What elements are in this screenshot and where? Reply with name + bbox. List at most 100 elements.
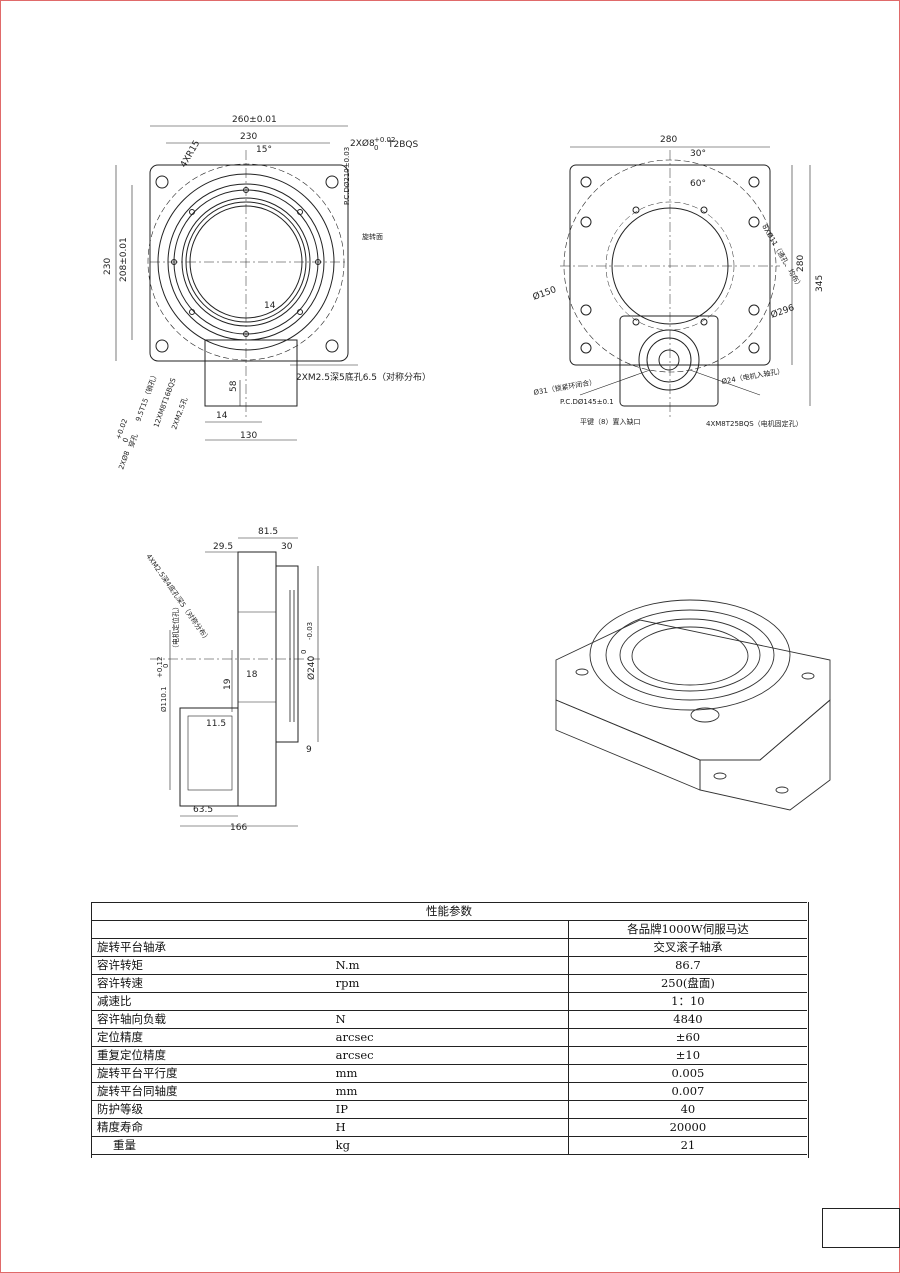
param-value: 0.007 — [568, 1082, 807, 1101]
dim-label: 30 — [281, 542, 293, 552]
front-view — [115, 125, 358, 441]
dim-label: 平键（8）置入缺口 — [580, 417, 640, 426]
param-value: ±10 — [568, 1046, 807, 1065]
dim-label: +0.02 — [374, 136, 395, 144]
dim-label: Ø150 — [531, 284, 558, 303]
param-unit: H — [329, 1118, 569, 1137]
dim-label: 2XØ8 — [350, 138, 375, 149]
table-row: 容许转速 rpm 250(盘面) — [91, 974, 807, 993]
dim-label: 穿孔 — [126, 432, 139, 448]
dim-label: 15° — [256, 145, 272, 155]
side-view-labels: 280 30° 60° 8XØ11（通孔、均布） 280 345 Ø150 Ø2… — [531, 135, 825, 428]
dim-label: +0.12 — [156, 657, 164, 678]
dim-label: 230 — [240, 132, 257, 142]
dim-label: 0 — [374, 144, 378, 152]
dim-label: 2XM2.5深5底孔6.5（对称分布） — [296, 371, 431, 383]
param-value: ±60 — [568, 1028, 807, 1047]
isometric-view — [555, 599, 831, 811]
table-row: 重量 kg 21 — [91, 1136, 807, 1155]
dim-label: Ø110.1 — [160, 686, 168, 712]
table-row: 容许轴向负载 N 4840 — [91, 1010, 807, 1029]
dim-label: 14 — [216, 411, 228, 421]
table-title: 性能参数 — [91, 902, 807, 921]
param-unit: mm — [329, 1064, 569, 1083]
dim-label: 58 — [229, 380, 239, 392]
dim-label: 208±0.01 — [119, 237, 129, 282]
dim-label: -0.03 — [306, 622, 314, 640]
dim-label: 130 — [240, 431, 257, 441]
param-unit: arcsec — [329, 1028, 569, 1047]
dim-label: 30° — [690, 149, 706, 159]
dim-label: 260±0.01 — [232, 115, 277, 125]
param-name: 减速比 — [91, 992, 330, 1011]
performance-table: 性能参数 各品牌1000W伺服马达 旋转平台轴承 交叉滚子轴承 容许转矩 N.m… — [91, 902, 807, 1155]
table-row: 减速比 1：10 — [91, 992, 807, 1011]
table-row: 重复定位精度 arcsec ±10 — [91, 1046, 807, 1065]
param-value: 250(盘面) — [568, 974, 807, 993]
dim-label: 2XØ8 — [117, 450, 131, 471]
technical-drawings: 260±0.01 230 15° 2XØ8 +0.02 0 T2BQS P.C.… — [103, 115, 831, 833]
param-name: 定位精度 — [91, 1028, 330, 1047]
title-block — [822, 1208, 900, 1248]
param-value: 40 — [568, 1100, 807, 1119]
front-view-labels: 260±0.01 230 15° 2XØ8 +0.02 0 T2BQS P.C.… — [103, 115, 431, 471]
param-unit: arcsec — [329, 1046, 569, 1065]
table-header-row: 各品牌1000W伺服马达 — [91, 920, 807, 939]
param-unit: kg — [329, 1136, 569, 1155]
dim-label: 14 — [264, 301, 276, 311]
dim-label: 345 — [815, 275, 825, 292]
dim-label: Ø31（锁紧环闭合） — [533, 377, 597, 397]
param-name: 重复定位精度 — [91, 1046, 330, 1065]
header-value: 各品牌1000W伺服马达 — [568, 920, 807, 939]
dim-label: 166 — [230, 823, 247, 833]
table-title-row: 性能参数 — [91, 902, 807, 921]
dim-label: （电机定位孔） — [171, 603, 180, 652]
dim-label: P.C.DØ210±0.03 — [343, 147, 351, 205]
table-row: 精度寿命 H 20000 — [91, 1118, 807, 1137]
dim-label: 0 — [121, 437, 130, 444]
dim-label: T2BQS — [387, 140, 418, 150]
table-row: 旋转平台同轴度 mm 0.007 — [91, 1082, 807, 1101]
param-value: 0.005 — [568, 1064, 807, 1083]
dim-label: Ø24（电机入轴孔） — [721, 366, 785, 386]
dim-label: 2XM2.5孔 — [170, 397, 189, 431]
param-value: 86.7 — [568, 956, 807, 975]
table-row: 旋转平台平行度 mm 0.005 — [91, 1064, 807, 1083]
param-name: 旋转平台轴承 — [91, 938, 330, 957]
dim-label: 19 — [223, 678, 233, 690]
dim-label: P.C.DØ145±0.1 — [560, 398, 614, 406]
dim-label: 0 — [162, 664, 170, 668]
dim-label: 4XM8T25BQS（电机固定孔） — [706, 419, 803, 428]
param-unit: N — [329, 1010, 569, 1029]
param-value: 4840 — [568, 1010, 807, 1029]
section-view — [150, 537, 320, 827]
param-unit: IP — [329, 1100, 569, 1119]
dim-label: 230 — [103, 258, 113, 275]
param-value: 1：10 — [568, 992, 807, 1011]
dim-label: 280 — [796, 255, 806, 272]
param-value: 交叉滚子轴承 — [568, 938, 807, 957]
table-row: 容许转矩 N.m 86.7 — [91, 956, 807, 975]
dim-label: 81.5 — [258, 527, 278, 537]
param-unit — [329, 938, 569, 957]
param-unit: N.m — [329, 956, 569, 975]
table-row: 旋转平台轴承 交叉滚子轴承 — [91, 938, 807, 957]
param-name: 容许转速 — [91, 974, 330, 993]
param-name: 防护等级 — [91, 1100, 330, 1119]
param-name: 容许转矩 — [91, 956, 330, 975]
param-value: 21 — [568, 1136, 807, 1155]
param-name: 旋转平台同轴度 — [91, 1082, 330, 1101]
param-unit: rpm — [329, 974, 569, 993]
param-unit — [329, 992, 569, 1011]
param-value: 20000 — [568, 1118, 807, 1137]
param-unit: mm — [329, 1082, 569, 1101]
dim-label: 18 — [246, 670, 258, 680]
dim-label: 280 — [660, 135, 677, 145]
param-name: 重量 — [91, 1136, 330, 1155]
param-name: 容许轴向负载 — [91, 1010, 330, 1029]
dim-label: 9 — [306, 745, 312, 755]
dim-label: 60° — [690, 179, 706, 189]
dim-label: 63.5 — [193, 805, 213, 815]
side-view — [560, 146, 811, 420]
param-name: 旋转平台平行度 — [91, 1064, 330, 1083]
